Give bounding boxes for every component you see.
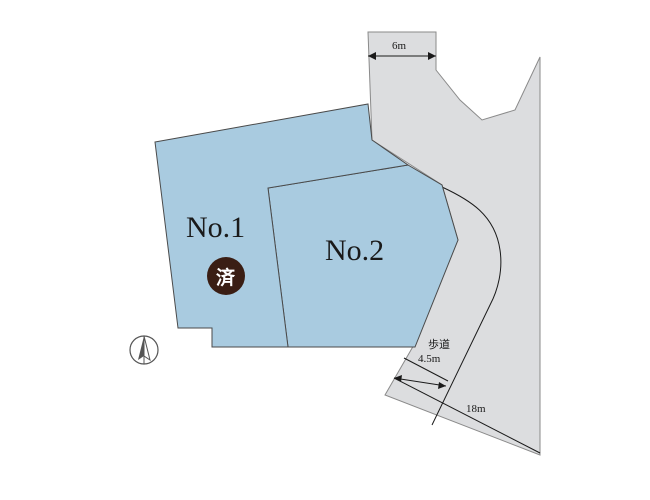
sidewalk-dimension: 歩道 4.5m	[393, 337, 450, 389]
main-road-width-label: 18m	[466, 403, 486, 415]
sidewalk-width-label: 4.5m	[418, 353, 441, 365]
north-arrow-icon	[129, 335, 159, 365]
lot-no1-label: No.1	[186, 211, 245, 244]
sold-badge-text: 済	[216, 266, 236, 289]
sidewalk-boundary	[431, 186, 502, 426]
north-road-width-label: 6m	[392, 40, 407, 52]
sidewalk-label: 歩道	[428, 337, 450, 351]
sold-badge	[207, 257, 245, 295]
north-road-dimension: 6m	[368, 40, 436, 60]
main-road-dimension: 18m	[393, 377, 541, 454]
lot-no2-label: No.2	[325, 234, 384, 267]
